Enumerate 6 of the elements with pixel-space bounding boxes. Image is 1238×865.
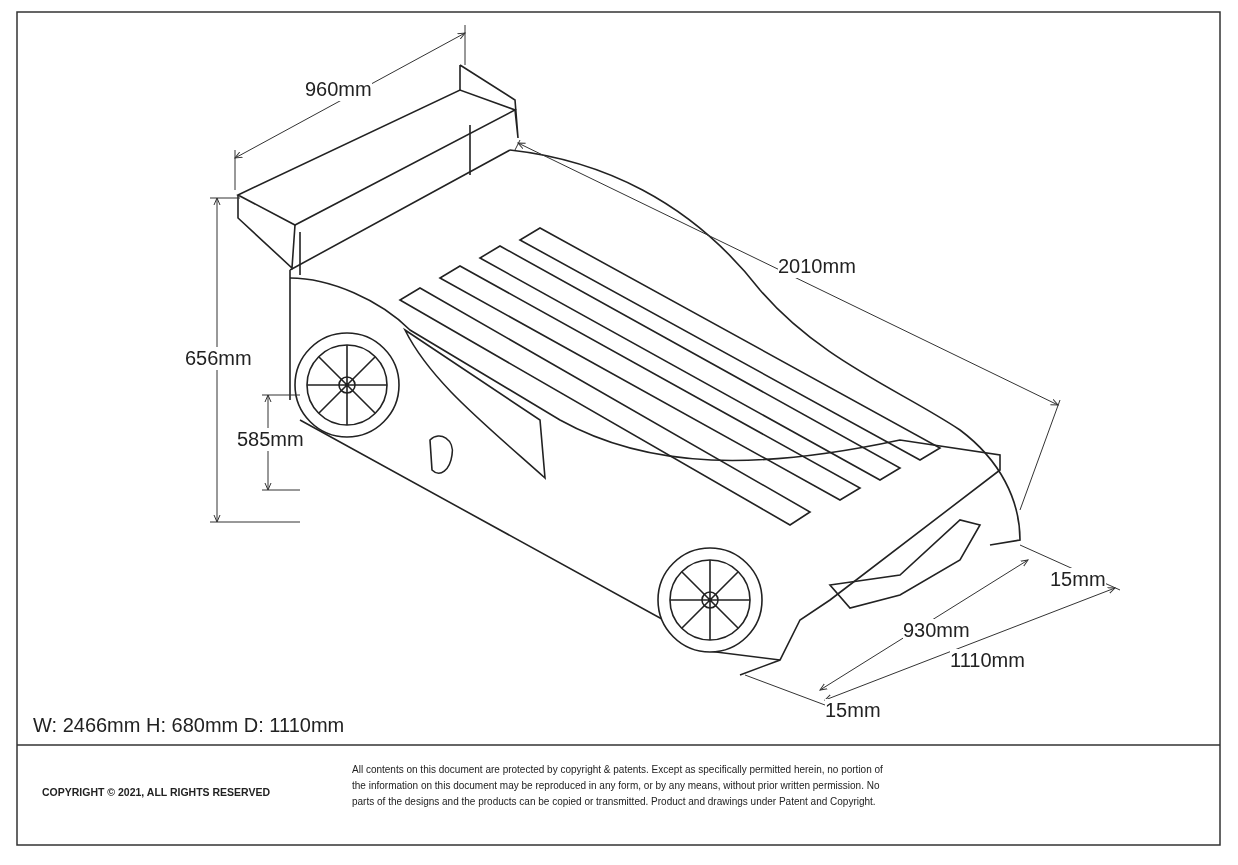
overall-size-label: W: 2466mm H: 680mm D: 1110mm	[33, 714, 345, 737]
dimension-label: 930mm	[903, 619, 970, 642]
disclaimer-text: All contents on this document are protected by copyright & patents. Except as specifically permitted herein, no portion of the information on this document may be reproduced in any form, or by any means, without prior written permission. No parts of the designs and the products can be copied or transmitted. Product and drawings under Patent and Copyright.	[352, 763, 884, 809]
dimension-label: 585mm	[237, 428, 304, 451]
copyright-notice: COPYRIGHT © 2021, ALL RIGHTS RESERVED	[42, 786, 271, 798]
dimension-label: 656mm	[185, 347, 252, 370]
